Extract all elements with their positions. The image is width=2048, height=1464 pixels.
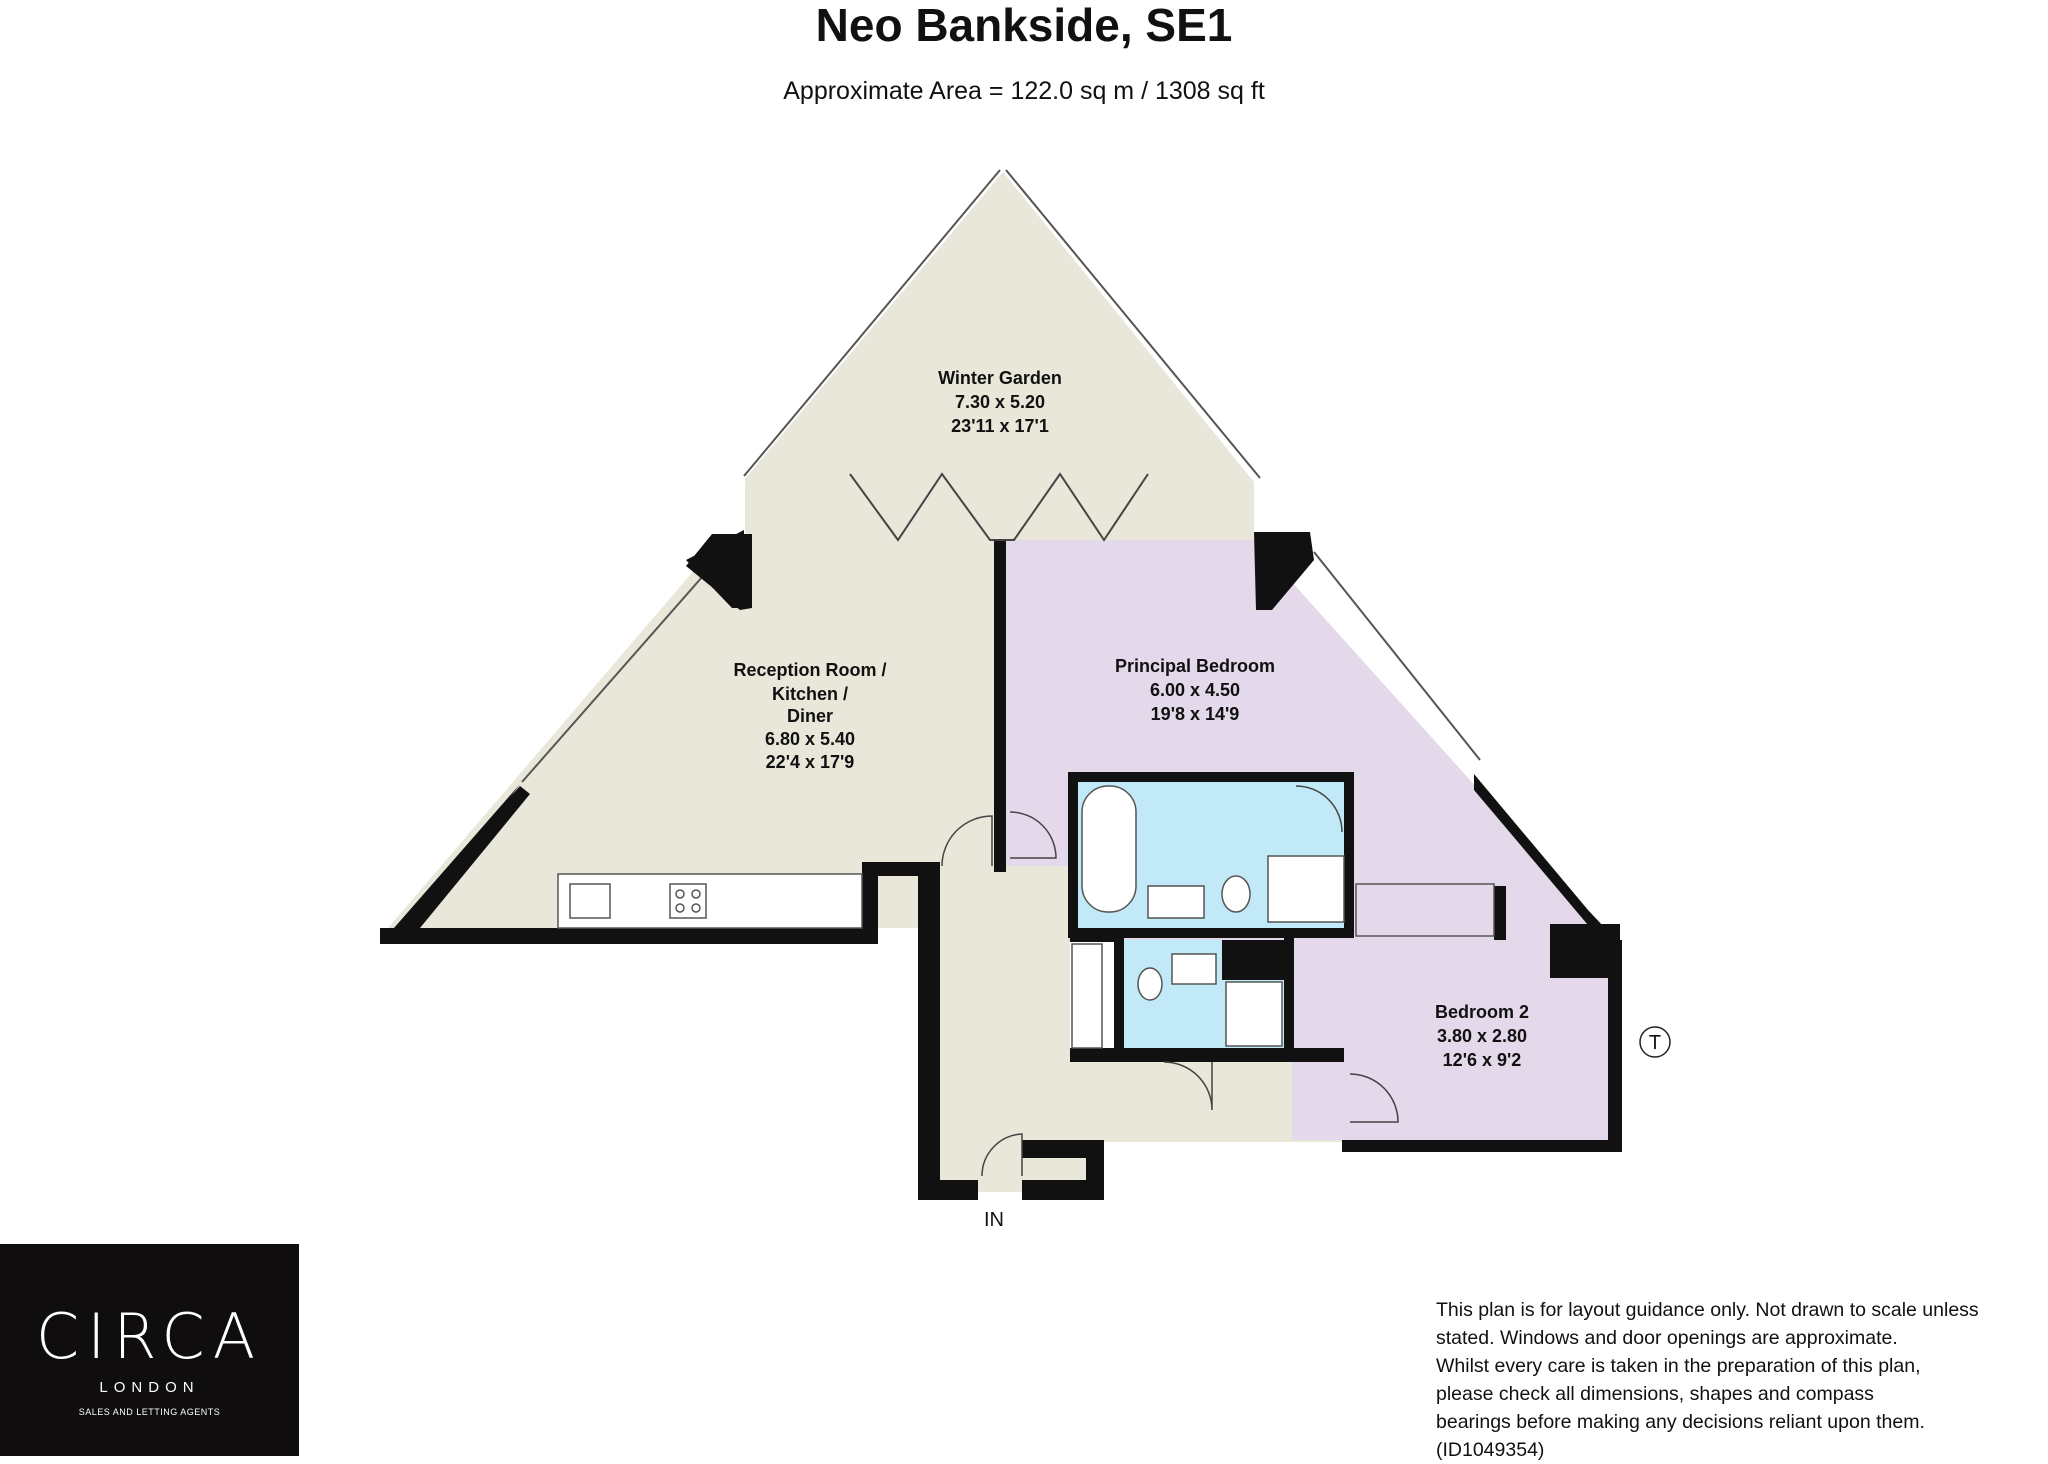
logo-brand: CIRCA xyxy=(35,1300,264,1373)
door-swings xyxy=(941,785,1399,1177)
winter-garden-upper xyxy=(745,172,1254,482)
reception-name-3: Diner xyxy=(787,706,833,726)
winter-garden-lower xyxy=(745,482,1254,540)
compass-label: T xyxy=(1649,1032,1661,1054)
bedroom-2-name: Bedroom 2 xyxy=(1435,1002,1529,1022)
area-subtitle: Approximate Area = 122.0 sq m / 1308 sq … xyxy=(783,77,1265,105)
bathtub-icon xyxy=(1081,785,1137,913)
wardrobe xyxy=(1355,883,1495,937)
sink-icon xyxy=(569,883,611,919)
disclaimer-line: please check all dimensions, shapes and … xyxy=(1436,1383,1874,1405)
toilet-2-icon xyxy=(1137,967,1163,1001)
winter-garden-metric: 7.30 x 5.20 xyxy=(955,392,1045,412)
bifold-doors xyxy=(849,472,1149,542)
hallway-floor xyxy=(870,866,1342,1192)
shower-2-icon xyxy=(1225,981,1283,1047)
reception-metric: 6.80 x 5.40 xyxy=(765,729,855,749)
bedroom-2-metric: 3.80 x 2.80 xyxy=(1437,1026,1527,1046)
principal-bedroom-imperial: 19'8 x 14'9 xyxy=(1151,704,1240,724)
principal-bedroom-metric: 6.00 x 4.50 xyxy=(1150,680,1240,700)
winter-garden-imperial: 23'11 x 17'1 xyxy=(951,416,1049,436)
hall-cupboard xyxy=(1071,943,1103,1049)
disclaimer-line: This plan is for layout guidance only. N… xyxy=(1436,1299,1979,1321)
circa-logo: CIRCA LONDON SALES AND LETTING AGENTS xyxy=(0,1244,299,1456)
disclaimer-line: stated. Windows and door openings are ap… xyxy=(1436,1327,1898,1349)
walls xyxy=(380,530,1622,1200)
compass-marker xyxy=(1639,1026,1671,1058)
bedroom-2-imperial: 12'6 x 9'2 xyxy=(1443,1050,1522,1070)
reception-imperial: 22'4 x 17'9 xyxy=(766,752,855,772)
fixtures xyxy=(557,785,1495,1049)
reception-name-1: Reception Room / xyxy=(733,660,886,680)
logo-city: LONDON xyxy=(99,1379,200,1396)
reception-floor xyxy=(388,540,1000,928)
hob-icon xyxy=(669,883,707,919)
disclaimer-text: This plan is for layout guidance only. N… xyxy=(1436,1296,2036,1464)
shower-tray-icon xyxy=(1267,855,1345,923)
toilet-icon xyxy=(1221,875,1251,913)
disclaimer-line: Whilst every care is taken in the prepar… xyxy=(1436,1355,1921,1377)
page-title: Neo Bankside, SE1 xyxy=(815,0,1233,51)
reception-name-2: Kitchen / xyxy=(772,684,848,704)
basin-2-icon xyxy=(1171,953,1217,985)
basin-icon xyxy=(1147,885,1205,919)
logo-tagline: SALES AND LETTING AGENTS xyxy=(78,1407,221,1417)
principal-bedroom-name: Principal Bedroom xyxy=(1115,656,1275,676)
winter-garden-name: Winter Garden xyxy=(938,368,1062,388)
entrance-label: IN xyxy=(984,1209,1004,1231)
